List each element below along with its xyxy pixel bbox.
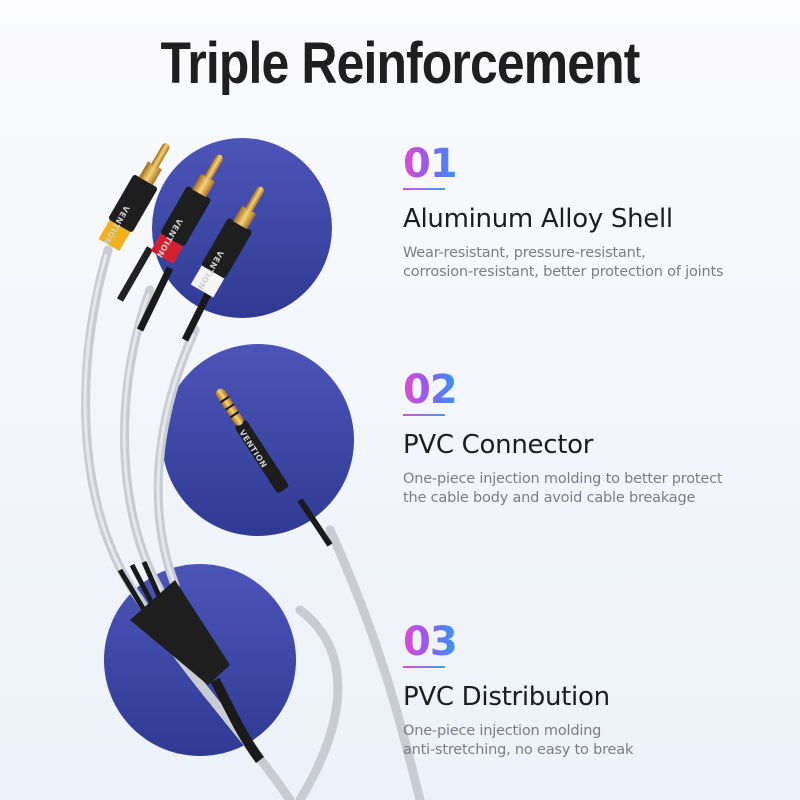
feature-number: 01: [403, 141, 458, 187]
description-line: the cable body and avoid cable breakage: [403, 490, 696, 506]
feature-number: 03: [403, 619, 458, 665]
feature-heading: PVC Distribution: [403, 682, 610, 712]
feature-description: Wear-resistant, pressure-resistant, corr…: [403, 244, 783, 282]
description-line: One-piece injection molding: [403, 723, 602, 739]
rca-plug-white: VENTION: [181, 186, 264, 342]
number-underline: [403, 188, 445, 190]
feature-heading: Aluminum Alloy Shell: [403, 204, 673, 234]
feature-01: 01 Aluminum Alloy Shell Wear-resistant, …: [403, 144, 783, 282]
y-splitter: [117, 560, 265, 763]
number-underline: [403, 414, 445, 416]
rca-plug-red: VENTION: [136, 154, 223, 332]
number-underline: [403, 666, 445, 668]
feature-description: One-piece injection molding to better pr…: [403, 470, 783, 508]
description-line: One-piece injection molding to better pr…: [403, 471, 723, 487]
feature-02: 02 PVC Connector One-piece injection mol…: [403, 370, 783, 508]
description-line: Wear-resistant, pressure-resistant,: [403, 245, 646, 261]
description-line: anti-stretching, no easy to break: [403, 742, 634, 758]
feature-03: 03 PVC Distribution One-piece injection …: [403, 622, 783, 760]
description-line: corrosion-resistant, better protection o…: [403, 264, 724, 280]
feature-description: One-piece injection molding anti-stretch…: [403, 722, 783, 760]
feature-number: 02: [403, 367, 458, 413]
page-title: Triple Reinforcement: [160, 31, 641, 96]
feature-heading: PVC Connector: [403, 430, 594, 460]
